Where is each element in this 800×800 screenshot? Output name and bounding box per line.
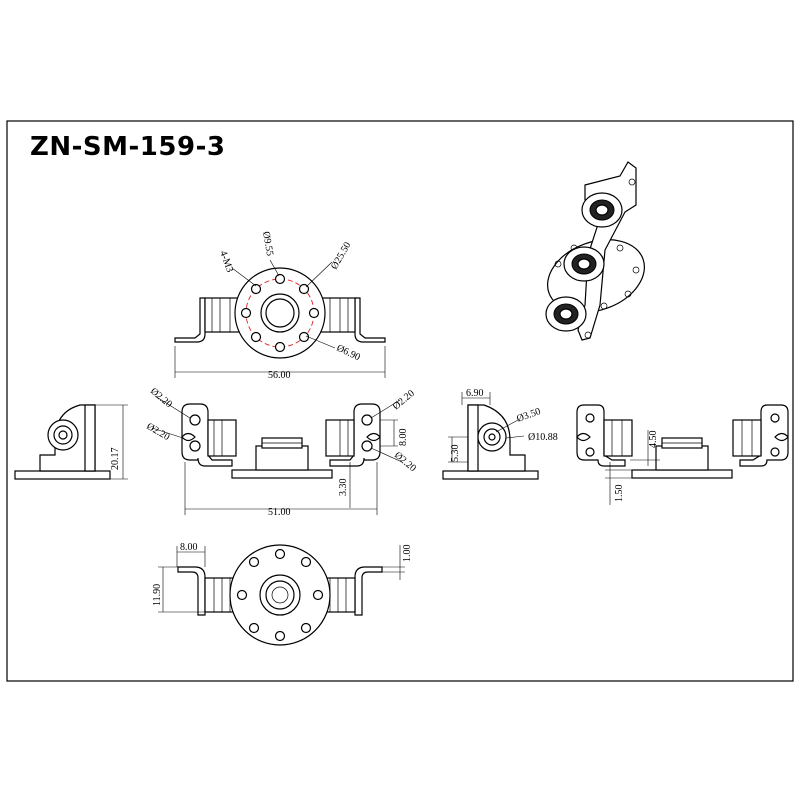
right-slot-bottom-dim: Ø2.20 [392,450,418,474]
left-side-view: 20.17 [14,404,128,480]
top-view: 4-M3 Ø9.55 Ø25.50 Ø6.90 56.00 [174,231,386,381]
right-inner-dia-dim: Ø3.50 [515,406,542,425]
back-view: 4.50 1.50 [576,404,789,505]
offset-dim: 3.30 [338,479,349,497]
left-slot-bottom-dim: Ø2.20 [145,421,172,443]
left-slot-top-dim: Ø2.20 [148,386,174,410]
overall-width-dim: 56.00 [268,370,291,381]
part-number-title: ZN-SM-159-3 [30,132,226,162]
drawing-frame [6,120,794,682]
right-side-view: 6.90 Ø3.50 Ø10.88 5.30 [442,388,558,480]
bottom-height-dim: 11.90 [152,584,163,606]
right-top-width-dim: 6.90 [466,388,484,399]
bolt-circle-dim: Ø9.55 [260,231,275,257]
thread-label: 4-M3 [217,249,235,274]
left-height-dim: 20.17 [110,448,121,471]
thickness-dim: 1.00 [402,545,413,563]
outer-dia-dim: Ø25.50 [329,240,353,271]
isometric-view [545,161,646,341]
back-gap-dim: 4.50 [648,431,659,449]
front-view: Ø2.20 Ø2.20 Ø2.20 Ø2.20 8.00 3.30 51.00 [145,386,419,518]
hole-dia-dim: Ø6.90 [335,343,362,363]
slot-gap-dim: 8.00 [398,429,409,447]
right-outer-dia-dim: Ø10.88 [528,432,558,443]
bottom-view: 8.00 1.00 11.90 [152,542,413,646]
tab-width-dim: 8.00 [180,542,198,553]
back-base-dim: 1.50 [614,485,625,503]
front-width-dim: 51.00 [268,507,291,518]
right-slot-top-dim: Ø2.20 [391,388,417,412]
right-height-dim: 5.30 [450,445,461,463]
